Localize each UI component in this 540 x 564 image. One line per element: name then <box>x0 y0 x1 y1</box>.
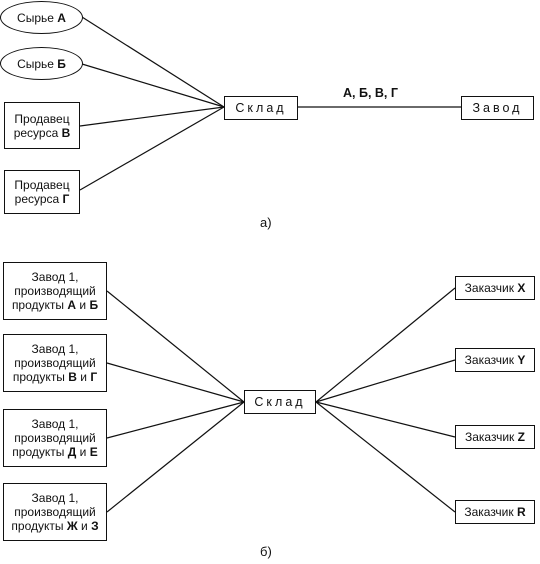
connector-plant-3 <box>106 401 245 439</box>
plant-4: Завод 1, производящий продукты Ж и З <box>3 483 107 541</box>
customer-y: Заказчик Y <box>455 348 535 372</box>
flow-label: А, Б, В, Г <box>343 86 398 100</box>
customer-z: Заказчик Z <box>455 425 535 449</box>
connector-customer-z <box>315 401 456 438</box>
connector-source-v <box>79 106 225 127</box>
connector-plant-1 <box>106 290 245 403</box>
connector-source-a <box>81 16 225 108</box>
connector-customer-y <box>315 359 456 403</box>
customer-r: Заказчик R <box>455 500 535 524</box>
caption-a: а) <box>260 215 272 230</box>
plant-a: Завод <box>461 96 534 120</box>
customer-x: Заказчик X <box>455 276 535 300</box>
warehouse-a: Склад <box>224 96 298 120</box>
warehouse-b: Склад <box>244 390 316 414</box>
source-seller-g: Продавец ресурса Г <box>4 170 80 214</box>
connector-customer-x <box>315 287 456 403</box>
source-raw-b: Сырье Б <box>0 47 83 80</box>
caption-b: б) <box>260 544 272 559</box>
plant-3: Завод 1, производящий продукты Д и Е <box>3 409 107 467</box>
connector-plant-4 <box>106 401 245 513</box>
source-raw-a: Сырье А <box>0 1 83 34</box>
connector-customer-r <box>315 401 456 513</box>
source-seller-v: Продавец ресурса В <box>4 102 80 149</box>
plant-1: Завод 1, производящий продукты А и Б <box>3 262 107 320</box>
plant-2: Завод 1, производящий продукты В и Г <box>3 334 107 392</box>
connector-source-b <box>81 63 225 108</box>
connector-plant-2 <box>106 362 245 403</box>
connector-source-g <box>79 106 225 191</box>
